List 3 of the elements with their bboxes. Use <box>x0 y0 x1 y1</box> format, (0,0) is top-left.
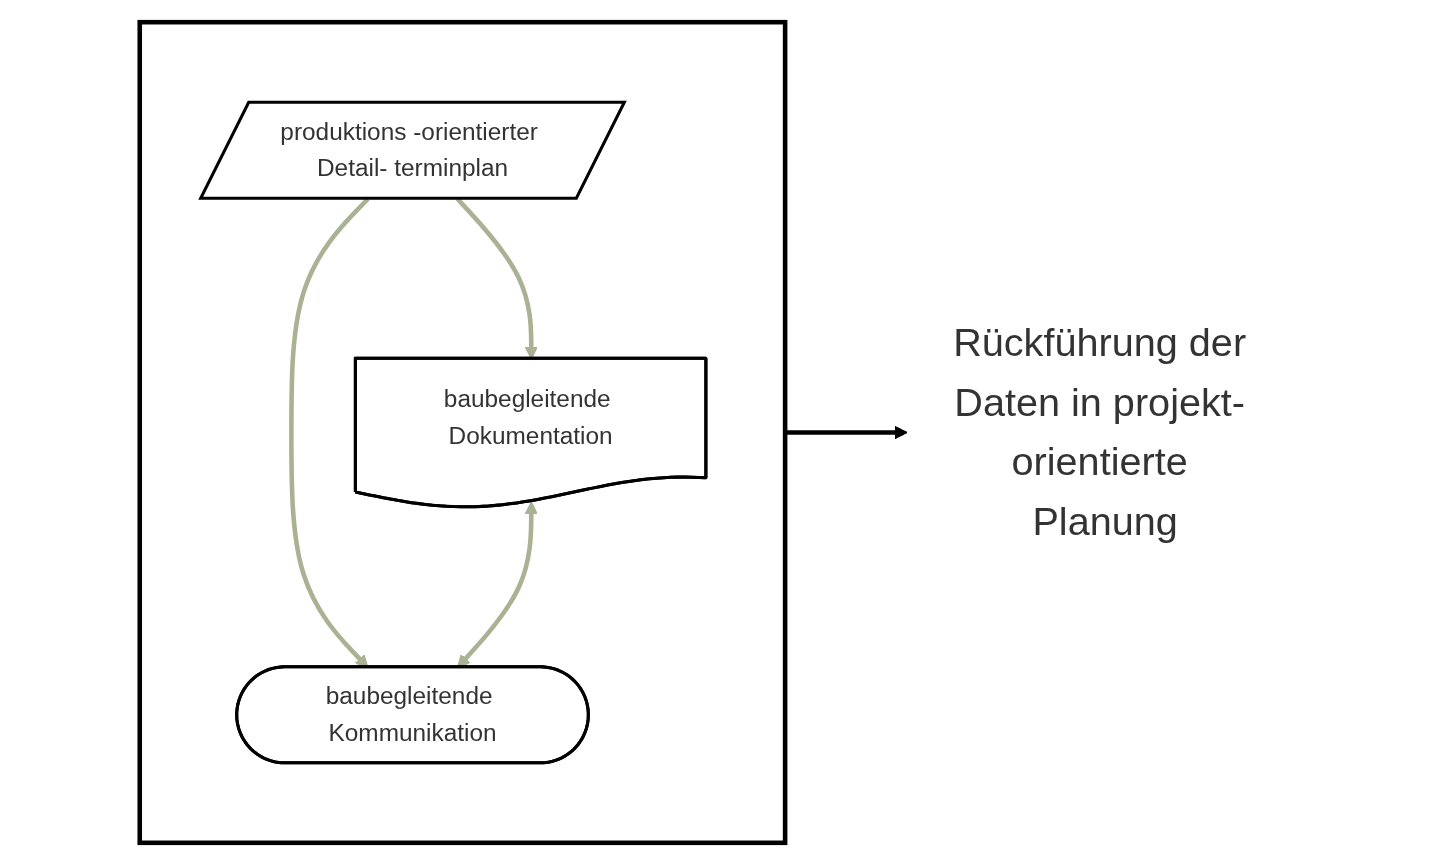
cluster <box>137 19 788 846</box>
arrow <box>785 425 908 440</box>
node-text: Rückführung der Daten in projekt- orientierte Planung <box>953 319 1247 544</box>
